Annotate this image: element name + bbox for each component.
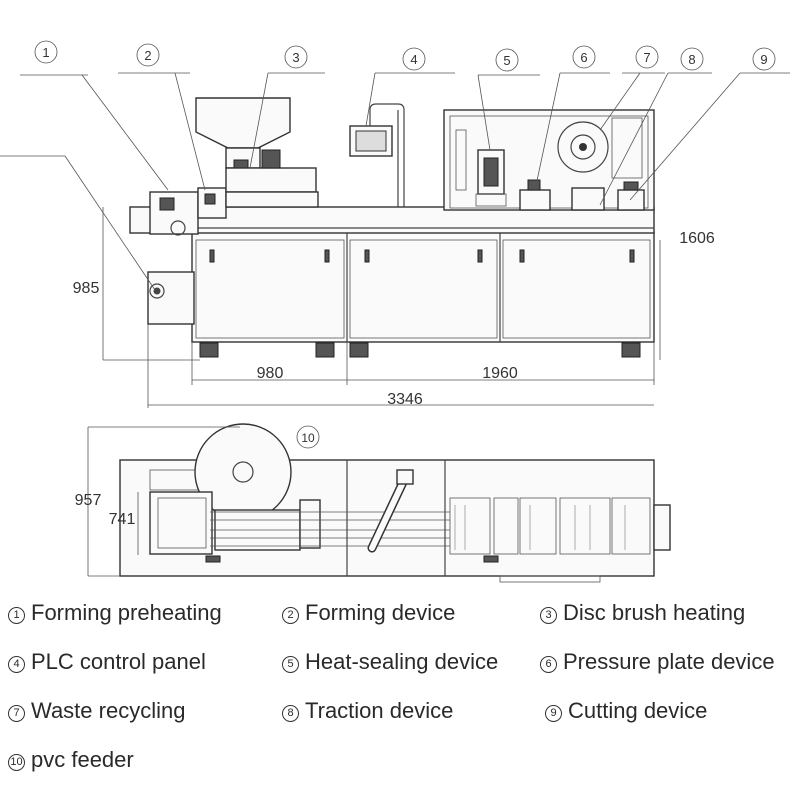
machine-drawing: 1 2 3 4 5 6 7 bbox=[0, 40, 790, 583]
legend-num-10: 10 bbox=[8, 754, 25, 771]
legend-item-4: 4 PLC control panel bbox=[8, 649, 206, 675]
legend-num-7: 7 bbox=[8, 705, 25, 722]
legend-num-3: 3 bbox=[540, 607, 557, 624]
legend-num-1: 1 bbox=[8, 607, 25, 624]
side-view: 1 2 3 4 5 6 7 bbox=[0, 40, 790, 408]
legend-label-4: PLC control panel bbox=[31, 649, 206, 674]
callout-2: 2 bbox=[144, 48, 151, 63]
callout-1: 1 bbox=[42, 45, 49, 60]
callout-5: 5 bbox=[503, 53, 510, 68]
dimensions-side: 985 1606 980 1960 3346 bbox=[73, 207, 715, 408]
dimensions-top: 957 741 bbox=[75, 426, 240, 577]
legend-item-3: 3 Disc brush heating bbox=[540, 600, 745, 626]
legend: 1 Forming preheating 2 Forming device 3 Dis… bbox=[0, 596, 800, 796]
top-view: 10 bbox=[75, 423, 671, 583]
legend-item-10: 10 pvc feeder bbox=[8, 747, 134, 773]
legend-item-1: 1 Forming preheating bbox=[8, 600, 222, 626]
legend-item-8: 8 Traction device bbox=[282, 698, 453, 724]
legend-num-4: 4 bbox=[8, 656, 25, 673]
callout-10: 10 bbox=[301, 431, 315, 445]
forming-section bbox=[149, 149, 319, 236]
legend-label-6: Pressure plate device bbox=[563, 649, 775, 674]
callout-7: 7 bbox=[643, 50, 650, 65]
legend-label-3: Disc brush heating bbox=[563, 600, 746, 625]
dim-741: 741 bbox=[109, 511, 136, 528]
plc-panel bbox=[349, 103, 405, 207]
legend-item-7: 7 Waste recycling bbox=[8, 698, 185, 724]
legend-item-9: 9 Cutting device bbox=[545, 698, 707, 724]
legend-num-6: 6 bbox=[540, 656, 557, 673]
lower-cabinet bbox=[191, 231, 655, 343]
right-modules bbox=[449, 497, 671, 555]
callout-6: 6 bbox=[580, 50, 587, 65]
right-enclosure bbox=[443, 109, 655, 211]
callout-8: 8 bbox=[688, 52, 695, 67]
dim-985: 985 bbox=[73, 280, 100, 297]
legend-label-10: pvc feeder bbox=[31, 747, 134, 772]
dim-980: 980 bbox=[257, 365, 284, 382]
legend-label-9: Cutting device bbox=[568, 698, 708, 723]
legend-label-8: Traction device bbox=[305, 698, 454, 723]
callout-9: 9 bbox=[760, 52, 767, 67]
callout-4: 4 bbox=[410, 52, 417, 67]
legend-num-9: 9 bbox=[545, 705, 562, 722]
dim-3346: 3346 bbox=[387, 391, 423, 408]
callouts: 1 2 3 4 5 6 7 bbox=[0, 40, 790, 291]
legend-label-5: Heat-sealing device bbox=[305, 649, 499, 674]
dim-1606: 1606 bbox=[679, 230, 715, 247]
legend-num-5: 5 bbox=[282, 656, 299, 673]
legend-num-8: 8 bbox=[282, 705, 299, 722]
feet bbox=[199, 342, 641, 358]
legend-label-7: Waste recycling bbox=[31, 698, 186, 723]
legend-num-2: 2 bbox=[282, 607, 299, 624]
dim-1960: 1960 bbox=[482, 365, 518, 382]
callout-3: 3 bbox=[292, 50, 299, 65]
legend-label-1: Forming preheating bbox=[31, 600, 222, 625]
dim-957: 957 bbox=[75, 492, 102, 509]
legend-item-6: 6 Pressure plate device bbox=[540, 649, 775, 675]
legend-item-5: 5 Heat-sealing device bbox=[282, 649, 498, 675]
legend-label-2: Forming device bbox=[305, 600, 456, 625]
legend-item-2: 2 Forming device bbox=[282, 600, 455, 626]
hopper bbox=[195, 97, 291, 171]
